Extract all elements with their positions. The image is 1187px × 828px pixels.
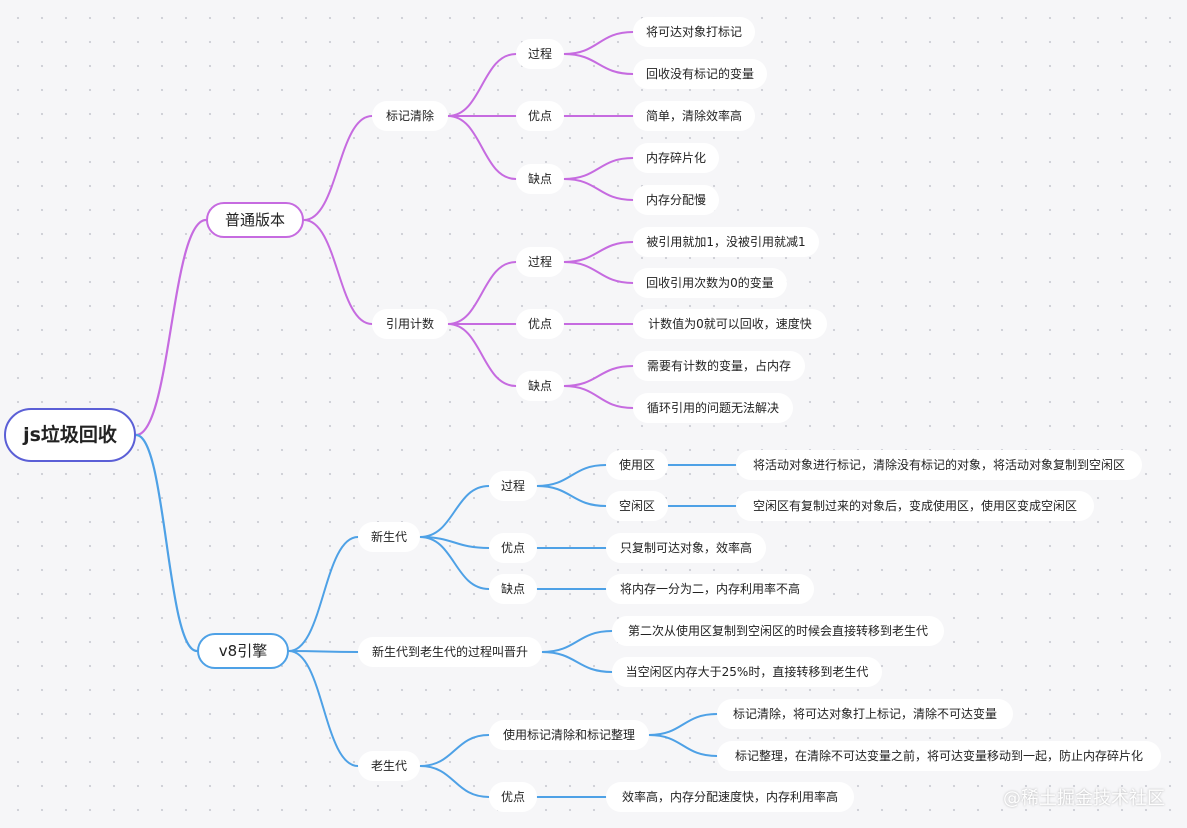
connector-line [447, 261, 517, 325]
node-ref-count-pros[interactable]: 优点 [516, 309, 564, 339]
connector-line [419, 485, 490, 538]
leaf-from-space-desc[interactable]: 将活动对象进行标记，清除没有标记的对象，将活动对象复制到空闲区 [736, 450, 1142, 480]
connector-line [447, 115, 517, 180]
connector-line [648, 713, 718, 736]
connector-line [419, 536, 490, 590]
connector-line [536, 485, 607, 507]
node-young-pros[interactable]: 优点 [489, 533, 537, 563]
node-old-pros[interactable]: 优点 [489, 782, 537, 812]
branch-normal-version[interactable]: 普通版本 [206, 202, 304, 238]
connector-line [288, 536, 359, 652]
node-from-space[interactable]: 使用区 [606, 450, 668, 480]
connector-line [563, 241, 634, 263]
node-mark-sweep[interactable]: 标记清除 [372, 101, 448, 131]
leaf-copy-reachable[interactable]: 只复制可达对象，效率高 [606, 533, 766, 563]
connector-line [134, 433, 199, 653]
leaf-split-memory[interactable]: 将内存一分为二，内存利用率不高 [606, 574, 814, 604]
connector-line [447, 323, 517, 387]
connector-line [541, 651, 613, 673]
connector-line [303, 219, 373, 325]
connector-line [288, 650, 359, 767]
leaf-zero-count-fast[interactable]: 计数值为0就可以回收，速度快 [633, 309, 827, 339]
root-node[interactable]: js垃圾回收 [4, 408, 136, 462]
connector-line [563, 157, 634, 180]
leaf-old-mark-sweep[interactable]: 标记清除，将可达对象打上标记，清除不可达变量 [717, 699, 1013, 729]
node-mark-sweep-process[interactable]: 过程 [516, 39, 564, 69]
watermark: @稀土掘金技术社区 [1003, 788, 1165, 809]
leaf-slow-allocation[interactable]: 内存分配慢 [633, 185, 719, 215]
connector-line [648, 734, 718, 757]
connector-line [447, 53, 517, 117]
connector-line [563, 31, 634, 55]
leaf-fragmentation[interactable]: 内存碎片化 [633, 143, 719, 173]
node-ref-count[interactable]: 引用计数 [372, 309, 448, 339]
leaf-simple-efficient[interactable]: 简单，清除效率高 [633, 101, 755, 131]
leaf-counter-memory[interactable]: 需要有计数的变量，占内存 [633, 351, 805, 381]
node-young-process[interactable]: 过程 [489, 471, 537, 501]
leaf-mark-reachable[interactable]: 将可达对象打标记 [633, 17, 755, 47]
node-mark-sweep-cons[interactable]: 缺点 [516, 164, 564, 194]
connector-line [541, 630, 613, 653]
leaf-circular-ref[interactable]: 循环引用的问题无法解决 [633, 393, 793, 423]
connector-line [536, 464, 607, 487]
leaf-collect-zero-ref[interactable]: 回收引用次数为0的变量 [633, 268, 787, 298]
node-mark-sweep-pros[interactable]: 优点 [516, 101, 564, 131]
node-ref-count-process[interactable]: 过程 [516, 247, 564, 277]
leaf-to-space-desc[interactable]: 空闲区有复制过来的对象后，变成使用区，使用区变成空闲区 [736, 491, 1094, 521]
connector-line [288, 650, 359, 653]
connector-line [419, 765, 490, 798]
node-promotion[interactable]: 新生代到老生代的过程叫晋升 [358, 637, 542, 667]
connector-line [563, 53, 634, 75]
branch-v8-engine[interactable]: v8引擎 [197, 633, 289, 669]
leaf-collect-unmarked[interactable]: 回收没有标记的变量 [633, 59, 767, 89]
connector-line [563, 365, 634, 387]
leaf-ref-inc-dec[interactable]: 被引用就加1，没被引用就减1 [633, 227, 819, 257]
connector-line [563, 385, 634, 409]
connector-line [563, 261, 634, 284]
node-old-generation[interactable]: 老生代 [358, 751, 420, 781]
connector-line [563, 178, 634, 201]
leaf-old-mark-compact[interactable]: 标记整理，在清除不可达变量之前，将可达变量移动到一起，防止内存碎片化 [717, 741, 1161, 771]
node-young-cons[interactable]: 缺点 [489, 574, 537, 604]
node-to-space[interactable]: 空闲区 [606, 491, 668, 521]
node-old-method[interactable]: 使用标记清除和标记整理 [489, 720, 649, 750]
leaf-second-copy[interactable]: 第二次从使用区复制到空闲区的时候会直接转移到老生代 [612, 616, 944, 646]
connector-line [419, 734, 490, 767]
node-ref-count-cons[interactable]: 缺点 [516, 371, 564, 401]
connector-line [134, 218, 208, 437]
connector-line [303, 115, 373, 221]
node-young-generation[interactable]: 新生代 [358, 522, 420, 552]
leaf-old-efficiency[interactable]: 效率高，内存分配速度快，内存利用率高 [606, 782, 854, 812]
leaf-over-25-percent[interactable]: 当空闲区内存大于25%时，直接转移到老生代 [612, 657, 882, 687]
